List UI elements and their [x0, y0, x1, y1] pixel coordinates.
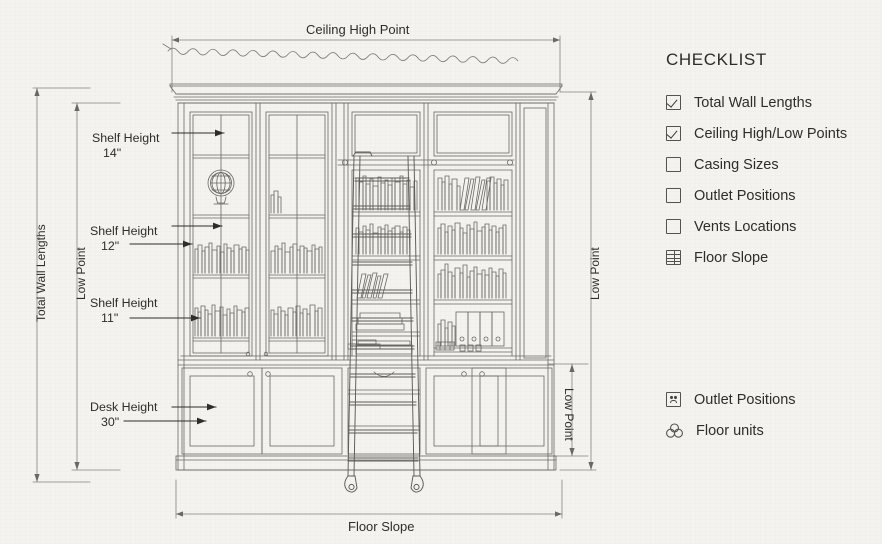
callout-line-2: 12"	[101, 239, 120, 253]
callout-shelf-height-11: Shelf Height 11"	[90, 296, 158, 326]
dimension-floor-slope	[175, 479, 563, 519]
label-floor-slope: Floor Slope	[348, 519, 415, 534]
checklist-item-label: Casing Sizes	[694, 156, 779, 173]
checkbox-empty-icon[interactable]	[666, 188, 681, 203]
checklist-panel: CHECKLIST Total Wall Lengths Ceiling Hig…	[666, 50, 876, 273]
books-bay2-mid	[270, 242, 323, 274]
checklist-item-label: Total Wall Lengths	[694, 94, 812, 111]
ceiling-slope-line	[162, 43, 519, 64]
legend-panel: Outlet Positions Floor units	[666, 384, 876, 446]
callout-shelf-height-12: Shelf Height 12"	[90, 224, 158, 254]
callout-desk-height-30: Desk Height 30"	[90, 400, 158, 430]
callout-line-2: 14"	[103, 146, 122, 160]
desktop-accessories	[245, 339, 482, 357]
checklist-item-ceiling-points[interactable]: Ceiling High/Low Points	[666, 118, 876, 149]
glazed-door-center-left	[265, 111, 329, 357]
label-ceiling-high-point: Ceiling High Point	[306, 22, 410, 37]
checklist-item-casing-sizes[interactable]: Casing Sizes	[666, 149, 876, 180]
right-end-panel	[523, 107, 547, 359]
glazed-door-left	[189, 111, 253, 357]
outlet-icon	[666, 392, 681, 407]
globe-ornament	[207, 169, 235, 205]
callout-line-2: 11"	[101, 311, 119, 325]
legend-item-label: Floor units	[696, 422, 764, 439]
checklist-item-total-wall-lengths[interactable]: Total Wall Lengths	[666, 87, 876, 118]
checkbox-empty-icon[interactable]	[666, 157, 681, 172]
cabinet-carcass	[175, 102, 557, 471]
books-bay2	[270, 304, 323, 337]
sliding-ladder	[344, 151, 424, 493]
legend-item-outlet-positions: Outlet Positions	[666, 384, 876, 415]
checkbox-checked-icon[interactable]	[666, 126, 681, 141]
grid-icon[interactable]	[666, 250, 681, 265]
checklist-item-outlet-positions[interactable]: Outlet Positions	[666, 180, 876, 211]
callout-leaders	[123, 129, 225, 425]
checklist-item-label: Vents Locations	[694, 218, 797, 235]
floor-units-icon	[666, 423, 683, 438]
bay-dividers	[255, 102, 521, 361]
dimension-ceiling-high-point	[171, 35, 561, 93]
checklist-item-label: Floor Slope	[694, 249, 769, 266]
callout-line-2: 30"	[101, 415, 120, 429]
callout-line-1: Desk Height	[90, 400, 158, 414]
checklist-item-label: Ceiling High/Low Points	[694, 125, 848, 142]
checkbox-checked-icon[interactable]	[666, 95, 681, 110]
crown-molding	[169, 83, 563, 104]
books-bay2-upper	[270, 190, 282, 214]
callout-shelf-height-14: Shelf Height 14"	[92, 131, 160, 161]
books-bay1-mid	[194, 242, 250, 274]
dimension-left-low-point	[71, 102, 121, 471]
label-total-wall-lengths: Total Wall Lengths	[34, 224, 48, 322]
dimension-total-wall-lengths	[32, 87, 91, 483]
checklist-item-floor-slope[interactable]: Floor Slope	[666, 242, 876, 273]
callout-line-1: Shelf Height	[92, 131, 160, 145]
callout-line-1: Shelf Height	[90, 224, 158, 238]
dimension-right-low-point	[559, 91, 597, 471]
dimension-right-low-point-lower	[547, 363, 589, 457]
label-left-low-point: Low Point	[74, 247, 88, 300]
legend-item-label: Outlet Positions	[694, 391, 796, 408]
checklist-item-label: Outlet Positions	[694, 187, 796, 204]
callout-line-1: Shelf Height	[90, 296, 158, 310]
base-cabinets	[181, 367, 553, 455]
right-open-shelving	[429, 111, 515, 357]
checklist-title: CHECKLIST	[666, 50, 767, 69]
checkbox-empty-icon[interactable]	[666, 219, 681, 234]
legend-item-floor-units: Floor units	[666, 415, 876, 446]
books-bay1	[194, 304, 250, 337]
checklist-item-vents-locations[interactable]: Vents Locations	[666, 211, 876, 242]
label-right-low-point-lower: Low Point	[562, 388, 576, 441]
label-right-low-point: Low Point	[588, 247, 602, 300]
